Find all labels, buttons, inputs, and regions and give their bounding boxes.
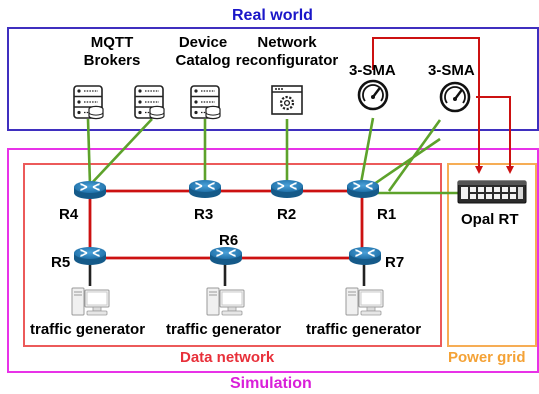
gauge-icon <box>357 79 389 111</box>
router-r6-icon <box>209 246 243 266</box>
database-icon <box>73 85 104 120</box>
traffic-generator-1-label: traffic generator <box>30 321 146 338</box>
pc-links <box>88 262 366 286</box>
router-r7-label: R7 <box>385 254 405 271</box>
gauge-icon <box>439 81 471 113</box>
router-r4-icon <box>73 180 107 200</box>
traffic-generator-3-label: traffic generator <box>306 321 422 338</box>
network-reconfigurator-label: Network reconfigurator <box>232 34 342 70</box>
opal-rt-icon <box>457 180 527 204</box>
real-world-title: Real world <box>232 7 313 24</box>
opal-rt-label: Opal RT <box>461 211 519 228</box>
computer-icon <box>206 287 245 316</box>
catalog-label-line1: Device <box>178 34 228 51</box>
database-icon <box>134 85 165 120</box>
router-r3-icon <box>188 179 222 199</box>
data-network-box <box>23 163 442 347</box>
router-r7-icon <box>348 246 382 266</box>
router-r2-icon <box>270 179 304 199</box>
catalog-label-line2: Catalog <box>175 52 231 69</box>
database-icon <box>190 85 221 120</box>
router-r3-label: R3 <box>194 206 214 223</box>
power-grid-box <box>447 163 537 347</box>
sma-2-label: 3-SMA <box>428 62 475 79</box>
router-r1-label: R1 <box>377 206 397 223</box>
mqtt-brokers-label: MQTT Brokers <box>72 34 152 70</box>
device-catalog-label: Device Catalog <box>163 34 243 70</box>
traffic-generator-2-label: traffic generator <box>166 321 282 338</box>
real-world-box <box>7 27 539 131</box>
reconf-label-line2: reconfigurator <box>235 52 339 69</box>
data-network-title: Data network <box>180 349 275 366</box>
signal-arrows <box>372 37 514 174</box>
reconf-label-line1: Network <box>257 34 317 51</box>
router-r2-label: R2 <box>277 206 297 223</box>
router-r6-label: R6 <box>219 232 239 249</box>
simulation-box <box>7 148 539 373</box>
simulation-title: Simulation <box>230 375 312 392</box>
mqtt-label-line2: Brokers <box>83 52 141 69</box>
router-r5-label: R5 <box>51 254 71 271</box>
sma-1-label: 3-SMA <box>349 62 396 79</box>
router-r1-icon <box>346 179 380 199</box>
gear-window-icon <box>271 85 303 115</box>
router-r5-icon <box>73 246 107 266</box>
power-grid-title: Power grid <box>448 349 526 366</box>
green-links <box>86 117 460 195</box>
computer-icon <box>345 287 384 316</box>
mqtt-label-line1: MQTT <box>90 34 134 51</box>
router-r4-label: R4 <box>59 206 79 223</box>
computer-icon <box>71 287 110 316</box>
